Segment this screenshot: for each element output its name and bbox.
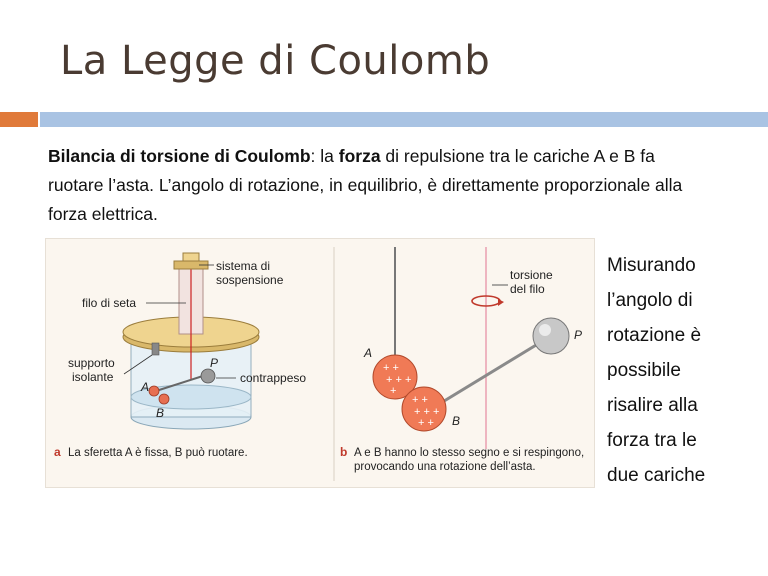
rod-left	[155, 374, 207, 392]
torsion-balance-illustration: sistema di sospensione filo di seta supp…	[54, 247, 584, 481]
charges-a-1: + +	[383, 362, 399, 374]
label-system-2: sospensione	[216, 273, 284, 287]
label-support-2: isolante	[72, 370, 114, 384]
caption-b-line-2: provocando una rotazione dell’asta.	[354, 461, 536, 473]
rotation-arrowhead-icon	[498, 299, 504, 306]
charges-a-3: +	[390, 385, 396, 397]
label-p-right: P	[574, 328, 582, 342]
sphere-b-left	[158, 393, 170, 405]
paragraph-text-1: : la	[310, 146, 339, 166]
label-torsion: torsione	[510, 268, 553, 282]
charges-b-1: + +	[412, 394, 428, 406]
label-a-left: A	[140, 380, 149, 394]
paragraph-bold-word: forza	[338, 146, 381, 166]
label-counterweight: contrappeso	[240, 371, 306, 385]
label-p-left: P	[210, 356, 218, 370]
title-rule-accent	[0, 112, 38, 127]
rod-right	[430, 337, 547, 411]
title-rule-bar	[40, 112, 768, 127]
torsion-balance-figure: sistema di sospensione filo di seta supp…	[45, 238, 595, 488]
counterweight-sphere-right	[532, 317, 570, 355]
side-note-line: due cariche	[607, 465, 706, 486]
label-system: sistema di	[216, 259, 270, 273]
side-note-line: rotazione è	[607, 325, 702, 346]
caption-b-line-1: A e B hanno lo stesso segno e si resping…	[354, 447, 584, 459]
sphere-highlight	[539, 324, 551, 336]
label-b-right: B	[452, 414, 460, 428]
charged-sphere-a	[372, 354, 418, 400]
label-support: supporto	[68, 356, 115, 370]
paragraph-text-2: di repulsione tra le cariche A e B fa ru…	[48, 146, 683, 224]
side-note-line: risalire alla	[607, 395, 698, 416]
label-torsion-2: del filo	[510, 282, 545, 296]
charges-a-2: + + +	[386, 374, 411, 386]
caption-a: La sferetta A è fissa, B può ruotare.	[68, 447, 248, 459]
side-note-line: possibile	[607, 360, 681, 381]
side-note: Misurando l’angolo di rotazione è possib…	[607, 248, 747, 493]
caption-letter-b: b	[340, 445, 347, 459]
charged-sphere-b	[401, 386, 447, 432]
slide-title: La Legge di Coulomb	[60, 38, 491, 84]
label-a-right: A	[363, 346, 372, 360]
counterweight-sphere	[200, 368, 216, 384]
caption-letter-a: a	[54, 445, 61, 459]
side-note-line: l’angolo di	[607, 290, 693, 311]
charges-b-3: + +	[418, 417, 434, 429]
side-note-line: forza tra le	[607, 430, 697, 451]
side-note-line: Misurando	[607, 255, 696, 276]
paragraph-bold-lead: Bilancia di torsione di Coulomb	[48, 146, 311, 166]
sphere-a-left	[148, 385, 160, 397]
suspension-top	[182, 252, 200, 262]
description-paragraph: Bilancia di torsione di Coulomb: la forz…	[48, 142, 708, 229]
leader-support	[123, 354, 153, 375]
charges-b-2: + + +	[414, 406, 439, 418]
support-post	[151, 342, 160, 356]
label-thread: filo di seta	[82, 296, 136, 310]
label-b-left: B	[156, 406, 164, 420]
